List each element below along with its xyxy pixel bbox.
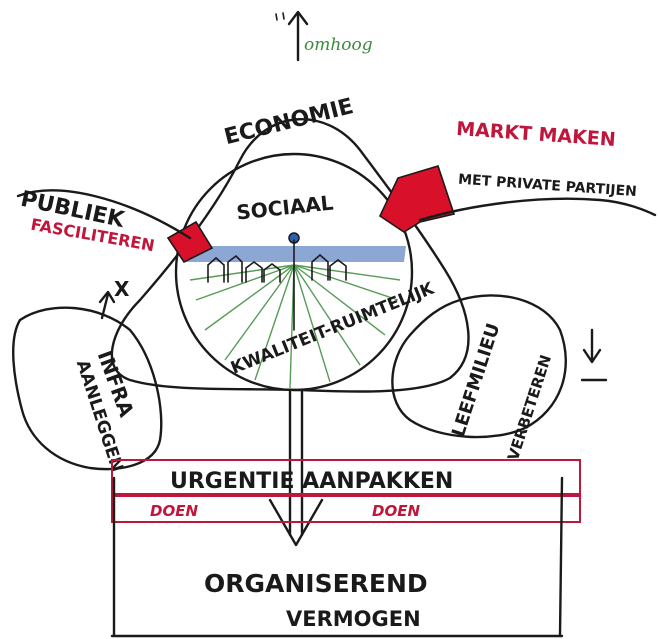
up-arrow-omhoog: omhoog	[275, 10, 373, 62]
field-rays	[189, 264, 401, 389]
doen-band	[111, 495, 581, 523]
doen-right-label: DOEN	[372, 502, 420, 520]
leefmilieu-blob	[391, 294, 567, 439]
urgentie-label: URGENTIE AANPAKKEN	[170, 469, 453, 494]
globe	[174, 152, 414, 392]
triangle-outline	[110, 118, 470, 393]
sociaal-label: SOCIAAL	[235, 191, 334, 225]
economie-label: ECONOMIE	[222, 94, 356, 150]
doen-left-label: DOEN	[150, 502, 198, 520]
met-private-label: MET PRIVATE PARTIJEN	[458, 172, 638, 200]
bottom-box	[110, 476, 564, 638]
vermogen-label: VERMOGEN	[286, 607, 421, 631]
markt-marker	[378, 165, 456, 233]
organiserend-label: ORGANISEREND	[204, 569, 428, 598]
down-shaft	[288, 388, 304, 537]
markt-maken-label: MARKT MAKEN	[455, 118, 616, 151]
down-arrowhead	[268, 498, 324, 547]
markt-arrow	[418, 197, 657, 222]
buildings-icon	[207, 253, 347, 283]
leefmilieu-label: LEEFMILIEU	[448, 321, 504, 440]
down-arrow	[580, 328, 608, 382]
up-arrow-x	[98, 290, 116, 320]
x-mark: X	[114, 277, 130, 301]
omhoog-label: omhoog	[304, 35, 373, 55]
verbeteren-label: VERBETEREN	[504, 353, 555, 463]
kwaliteit-label: KWALITEIT-RUIMTELIJK	[228, 278, 438, 378]
urgentie-band	[111, 459, 581, 495]
publiek-arrow	[16, 189, 192, 240]
